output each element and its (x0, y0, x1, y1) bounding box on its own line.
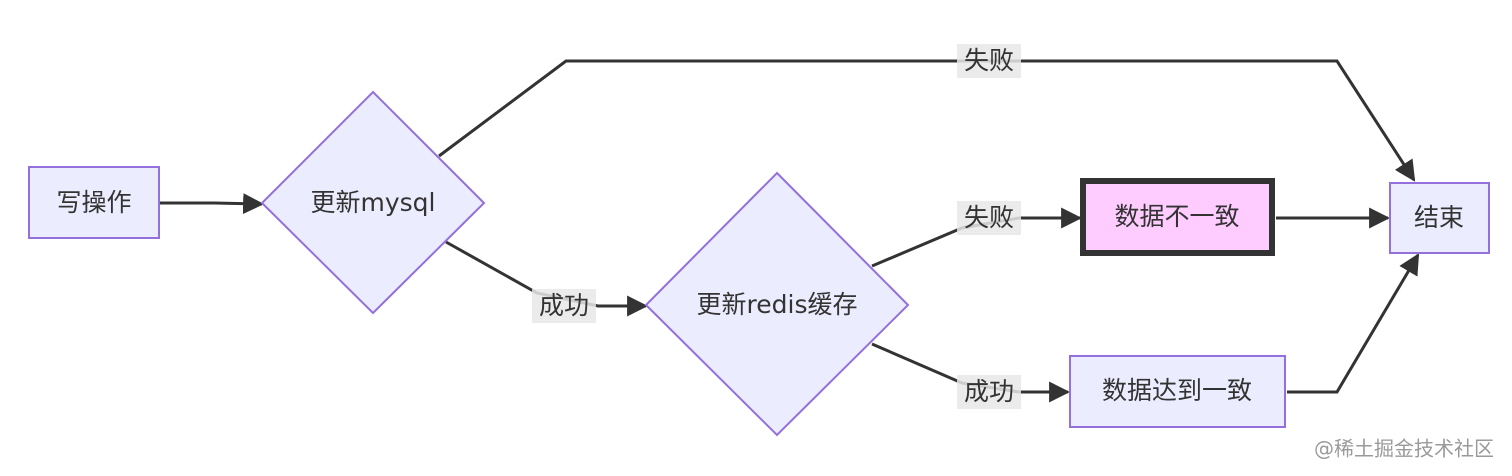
edge-label-text: 成功 (539, 291, 589, 320)
edge-labels: 失败 成功 失败 成功 (532, 44, 1021, 409)
node-label: 数据达到一致 (1102, 376, 1252, 405)
node-data-inconsistent: 数据不一致 (1080, 178, 1275, 256)
node-label: 数据不一致 (1114, 202, 1239, 231)
node-data-consistent: 数据达到一致 (1069, 355, 1286, 428)
edge-label-text: 成功 (964, 377, 1014, 406)
watermark-text: @稀土掘金技术社区 (1314, 437, 1494, 461)
edge-label-text: 失败 (964, 46, 1014, 75)
edge-label-redis-success: 成功 (957, 375, 1021, 409)
node-write-operation: 写操作 (28, 166, 160, 239)
node-update-mysql: 更新mysql (260, 90, 486, 315)
node-label: 结束 (1414, 203, 1464, 232)
node-label: 写操作 (56, 188, 131, 217)
node-label: 更新redis缓存 (697, 290, 858, 319)
node-label: 更新mysql (311, 188, 436, 217)
node-end: 结束 (1389, 182, 1490, 254)
edge-label-redis-fail: 失败 (957, 201, 1021, 235)
edge-label-text: 失败 (964, 203, 1014, 232)
edge-mysql-fail-to-end (438, 59, 1416, 182)
edge-consistent-to-end (1287, 253, 1420, 394)
edge-label-mysql-fail: 失败 (957, 44, 1021, 78)
node-update-redis: 更新redis缓存 (644, 171, 910, 437)
edge-label-mysql-success: 成功 (532, 289, 596, 323)
edge-write-to-mysql (160, 193, 265, 215)
